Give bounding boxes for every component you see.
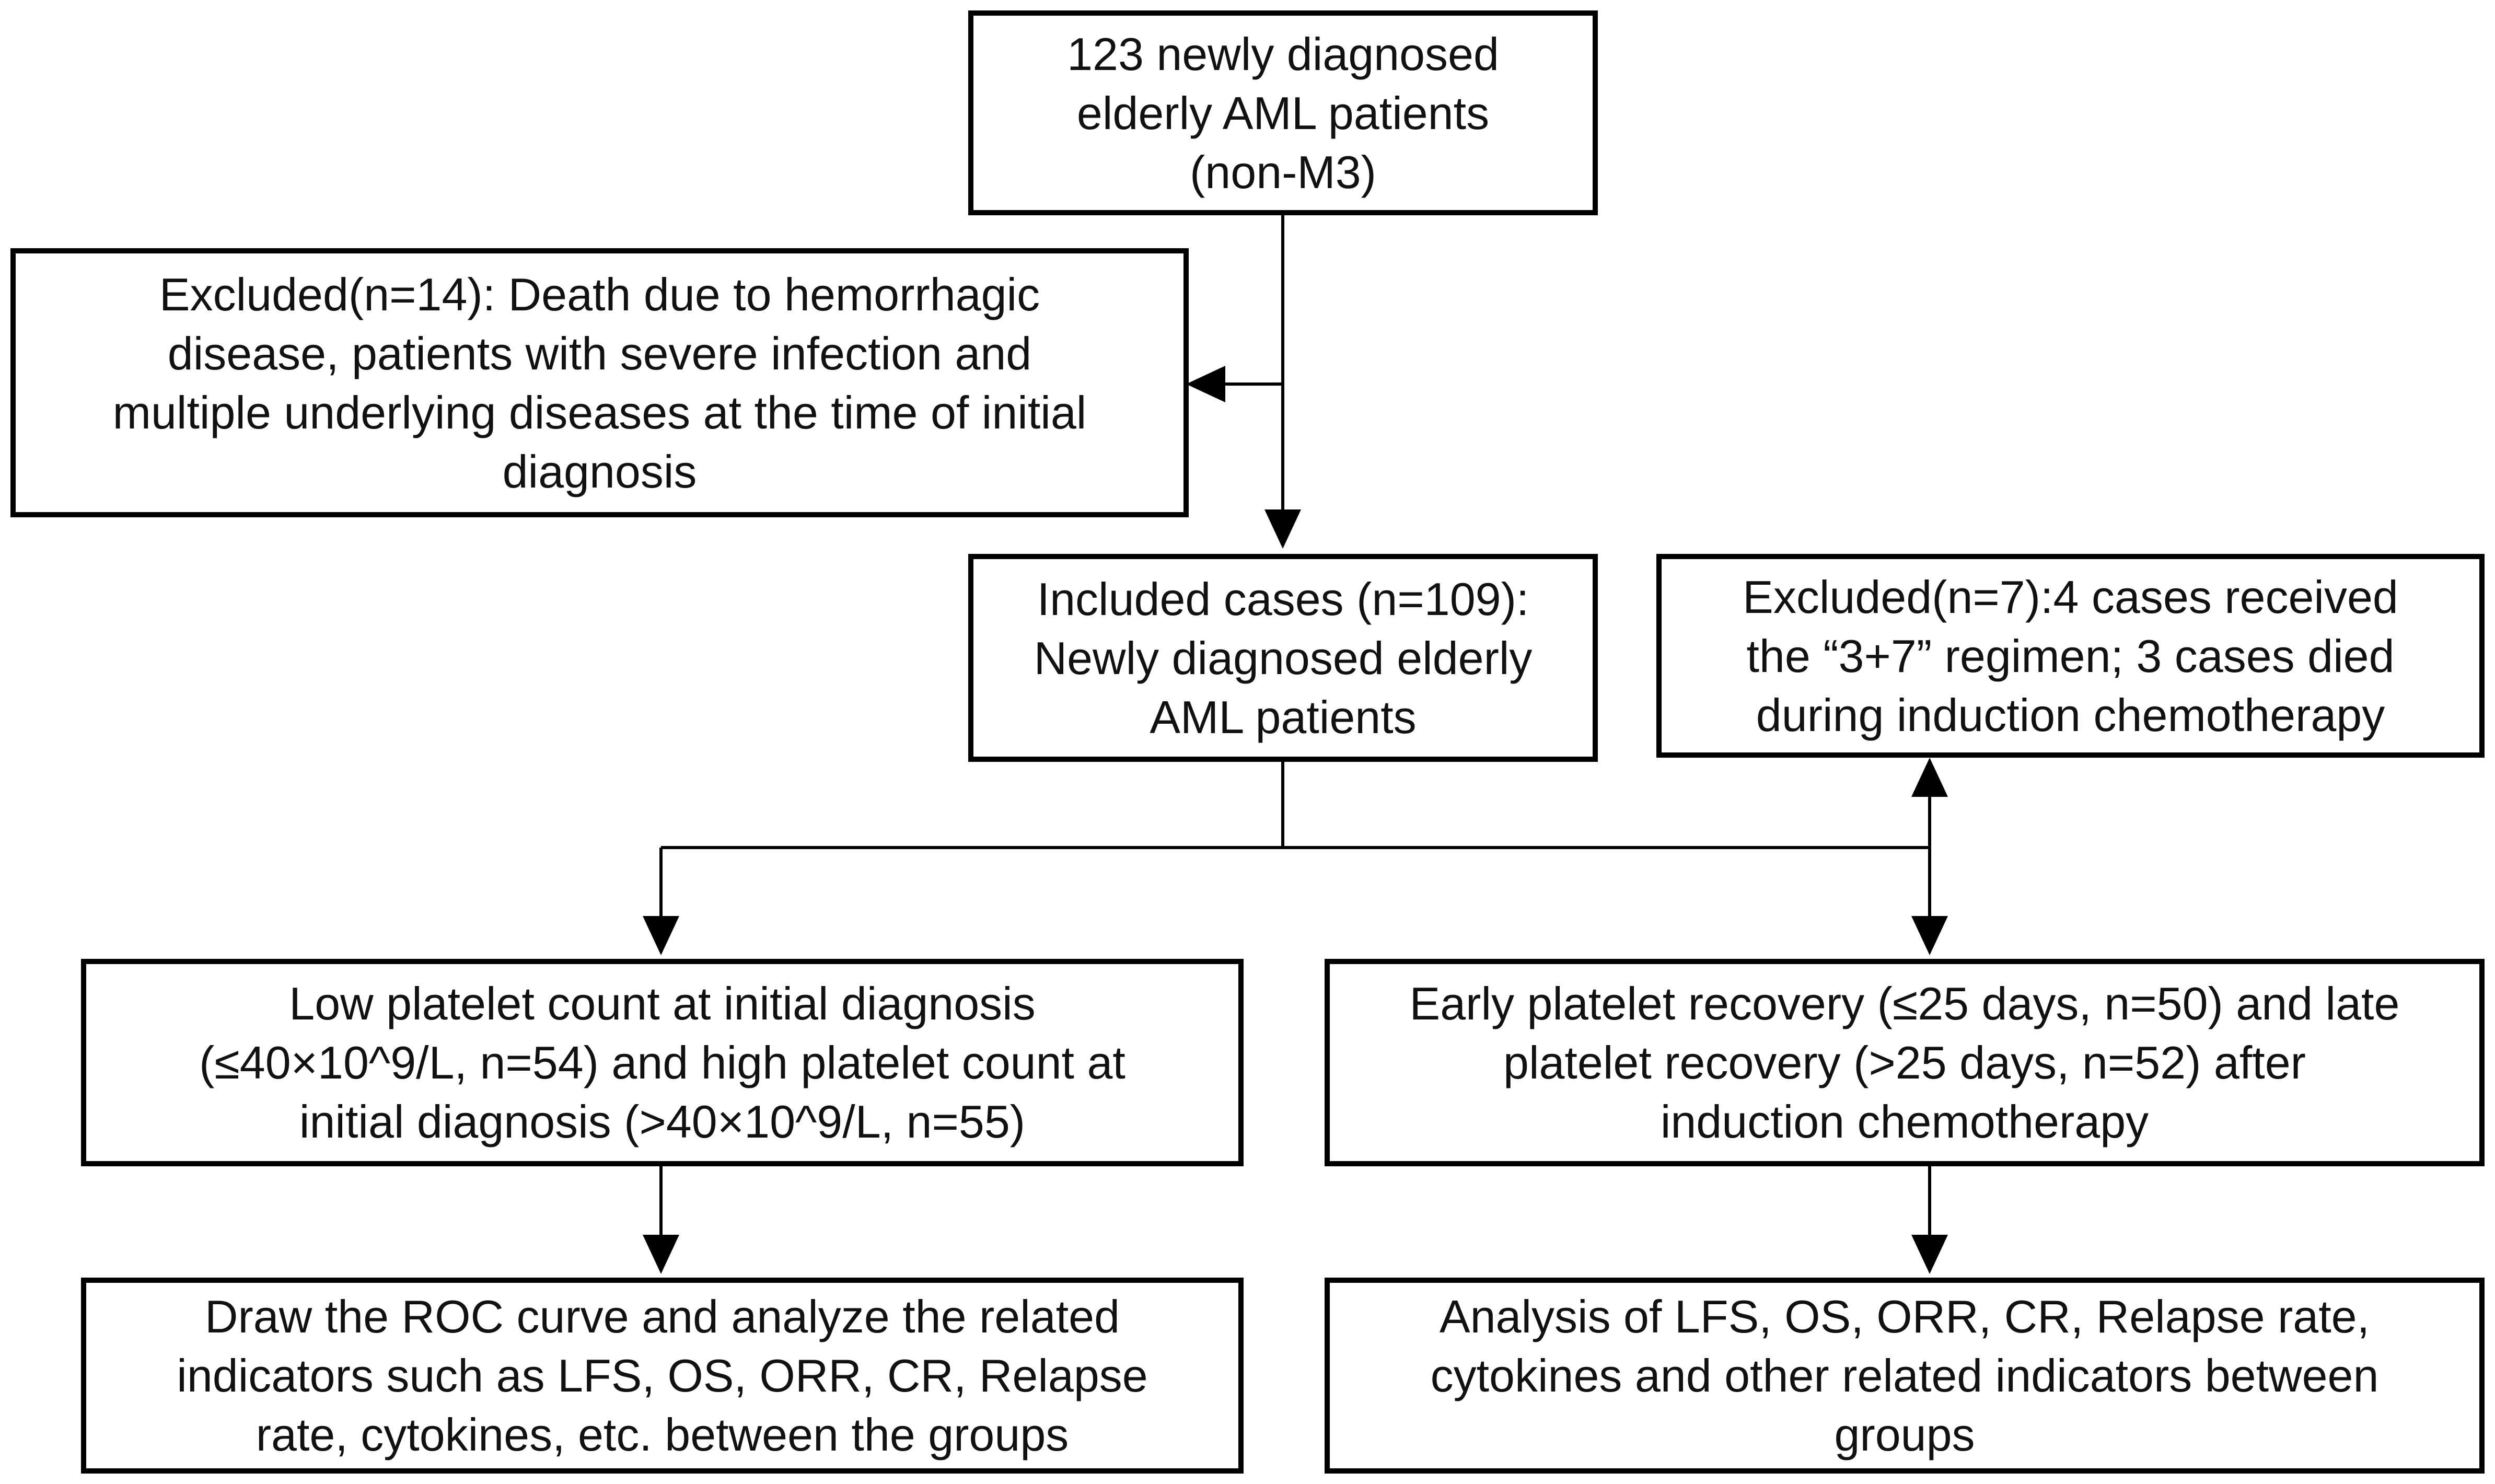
arrowhead-down-low-high	[643, 916, 679, 955]
included-text: Included cases (n=109): Newly diagnosed …	[1034, 573, 1533, 743]
excluded-induction-box: Excluded(n=7):4 cases received the “3+7”…	[1656, 554, 2485, 758]
low-high-platelet-text: Low platelet count at initial diagnosis …	[199, 978, 1125, 1147]
arrowhead-down-early-late	[1911, 916, 1948, 955]
group-analysis-box: Analysis of LFS, OS, ORR, CR, Relapse ra…	[1325, 1278, 2485, 1474]
early-late-recovery-box: Early platelet recovery (≤25 days, n=50)…	[1325, 959, 2485, 1166]
excluded-initial-text: Excluded(n=14): Death due to hemorrhagic…	[112, 268, 1087, 497]
excluded-initial-box: Excluded(n=14): Death due to hemorrhagic…	[10, 248, 1189, 517]
early-late-recovery-text: Early platelet recovery (≤25 days, n=50)…	[1409, 978, 2400, 1147]
arrowhead-down-roc	[643, 1235, 679, 1274]
included-box: Included cases (n=109): Newly diagnosed …	[968, 554, 1598, 762]
group-analysis-text: Analysis of LFS, OS, ORR, CR, Relapse ra…	[1430, 1291, 2379, 1460]
roc-analysis-box: Draw the ROC curve and analyze the relat…	[81, 1278, 1244, 1474]
arrowhead-up-excluded-induction	[1911, 758, 1948, 797]
roc-analysis-text: Draw the ROC curve and analyze the relat…	[177, 1291, 1148, 1460]
arrowhead-down-included	[1264, 509, 1301, 549]
excluded-induction-text: Excluded(n=7):4 cases received the “3+7”…	[1743, 571, 2398, 741]
start-box: 123 newly diagnosed elderly AML patients…	[968, 10, 1598, 215]
arrowhead-down-group	[1911, 1235, 1948, 1274]
start-box-text: 123 newly diagnosed elderly AML patients…	[1067, 28, 1499, 198]
low-high-platelet-box: Low platelet count at initial diagnosis …	[81, 959, 1244, 1166]
arrowhead-left-excluded-initial	[1186, 366, 1225, 402]
